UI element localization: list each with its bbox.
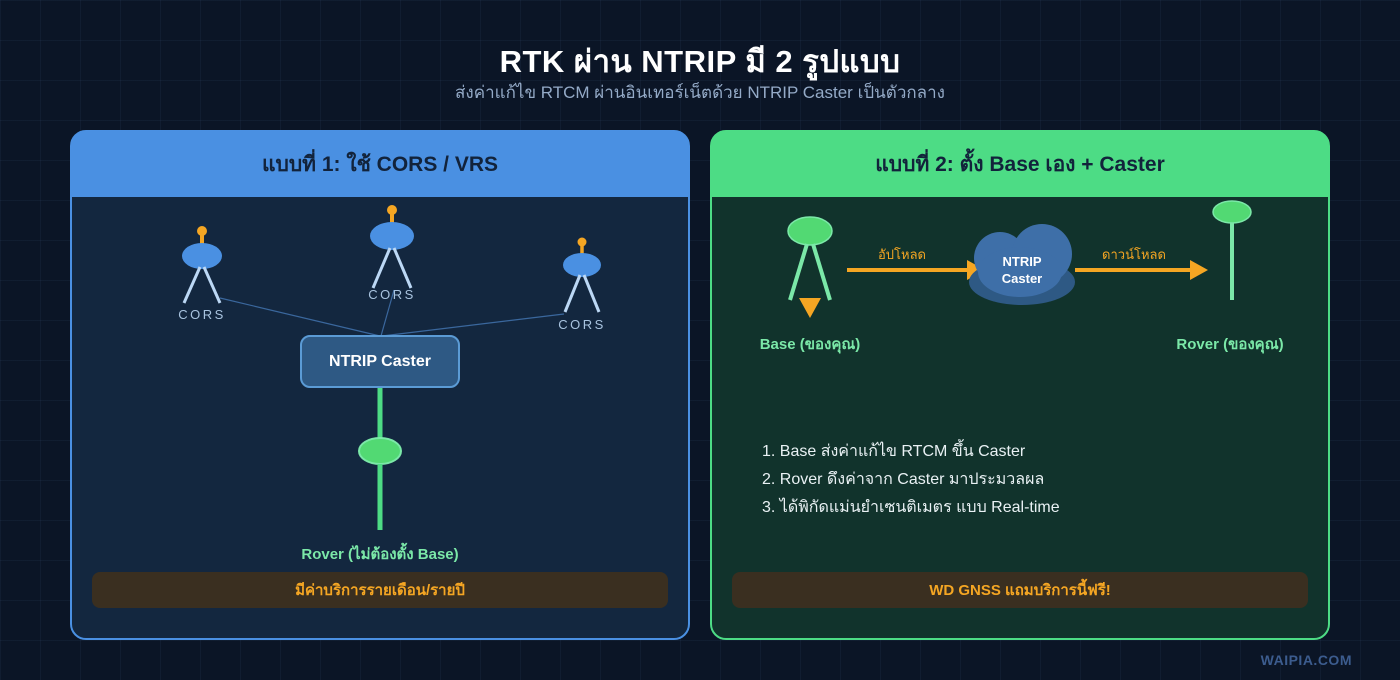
cloud-caster-label: NTRIP Caster [1002, 253, 1042, 287]
panel1-badge: มีค่าบริการรายเดือน/รายปี [92, 572, 668, 608]
panel1-body: CORS CORS CORS NTRIP Caster Rover (ไม่ต้… [72, 198, 688, 638]
cors-label: CORS [558, 317, 606, 332]
panel2-badge-label: WD GNSS แถมบริการนี้ฟรี! [929, 582, 1111, 599]
plumb-marker-icon [799, 298, 821, 318]
panel2-body: อัปโหลด ดาวน์โหลด NTRIP Caster Base (ของ… [712, 198, 1328, 638]
panel1-badge-label: มีค่าบริการรายเดือน/รายปี [295, 582, 465, 599]
workflow-step: 2. Rover ดึงค่าจาก Caster มาประมวลผล [762, 471, 1045, 488]
rover-antenna-icon [358, 388, 402, 530]
cors-station-icon [370, 205, 414, 289]
panel-cors-vrs: แบบที่ 1: ใช้ CORS / VRS [70, 130, 690, 640]
download-arrow-label: ดาวน์โหลด [1102, 247, 1166, 262]
base-caster-flow-diagram [787, 200, 1252, 318]
page-subtitle: ส่งค่าแก้ไข RTCM ผ่านอินเทอร์เน็ตด้วย NT… [455, 83, 945, 102]
panel1-header: แบบที่ 1: ใช้ CORS / VRS [71, 131, 689, 197]
workflow-step: 3. ได้พิกัดแม่นยำเซนติเมตร แบบ Real-time [762, 499, 1060, 516]
cors-network-diagram [182, 205, 601, 530]
rover-label: Rover (ของคุณ) [1176, 336, 1284, 353]
workflow-steps: 1. Base ส่งค่าแก้ไข RTCM ขึ้น Caster 2. … [762, 438, 1060, 522]
base-station-icon [787, 216, 833, 318]
cors-connection-lines [219, 289, 565, 337]
upload-arrow-label: อัปโหลด [877, 247, 927, 262]
workflow-step: 1. Base ส่งค่าแก้ไข RTCM ขึ้น Caster [762, 443, 1026, 460]
cors-station-icon [563, 237, 601, 313]
rover-pole-icon [1212, 200, 1252, 300]
rover-label: Rover (ไม่ต้องตั้ง Base) [301, 546, 459, 563]
cors-station-icon [182, 226, 222, 304]
cors-label: CORS [178, 307, 226, 322]
ntrip-caster-box: NTRIP Caster [300, 335, 460, 388]
upload-arrow-icon [847, 260, 985, 280]
panel-base-caster: แบบที่ 2: ตั้ง Base เอง + Caster [710, 130, 1330, 640]
cors-label: CORS [368, 287, 416, 302]
page-title: RTK ผ่าน NTRIP มี 2 รูปแบบ [499, 44, 901, 79]
ntrip-caster-cloud-icon [969, 224, 1075, 305]
watermark: WAIPIA.COM [1260, 652, 1352, 668]
cloud-caster-label-line1: NTRIP [1002, 254, 1042, 269]
panel2-header: แบบที่ 2: ตั้ง Base เอง + Caster [711, 131, 1329, 197]
ntrip-caster-box-label: NTRIP Caster [329, 352, 431, 370]
cloud-caster-label-line2: Caster [1001, 271, 1043, 286]
panel2-badge: WD GNSS แถมบริการนี้ฟรี! [732, 572, 1308, 608]
base-label: Base (ของคุณ) [759, 336, 861, 353]
download-arrow-icon [1075, 260, 1208, 280]
